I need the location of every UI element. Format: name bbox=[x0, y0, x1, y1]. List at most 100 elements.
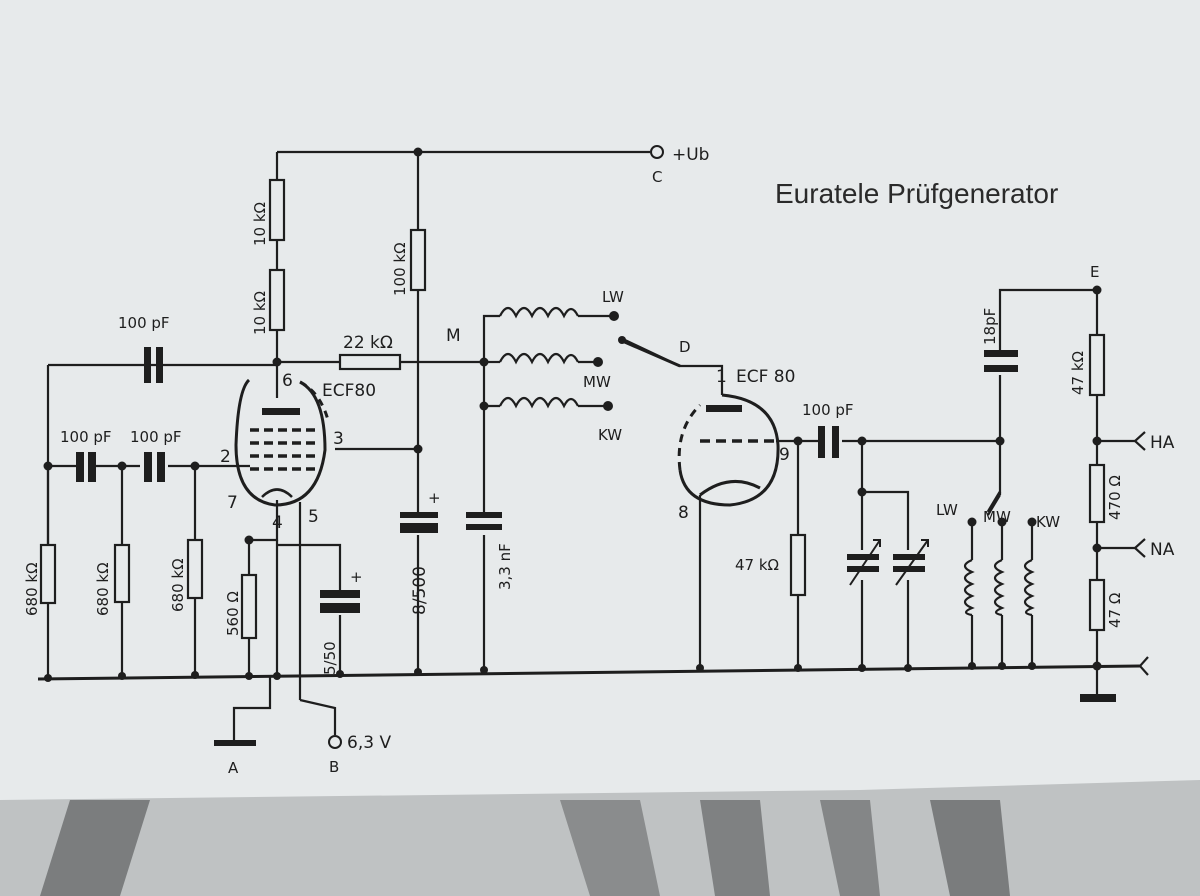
terminal-a-bar bbox=[214, 740, 256, 746]
terminal-b bbox=[328, 735, 342, 749]
coils-left bbox=[499, 306, 579, 409]
label-c-3-3n: 3,3 nF bbox=[496, 543, 514, 590]
output-arrows bbox=[1133, 431, 1149, 676]
label-kw: KW bbox=[598, 426, 622, 444]
pin-1: 1 bbox=[716, 367, 727, 387]
label-c: C bbox=[652, 168, 662, 186]
background-stripes bbox=[40, 800, 1010, 896]
resistor-10k-b bbox=[268, 268, 286, 332]
label-c-100p-right: 100 pF bbox=[802, 401, 854, 419]
label-c-100p-a: 100 pF bbox=[60, 428, 112, 446]
plus-mark-8-500: + bbox=[428, 489, 441, 507]
label-r-560: 560 Ω bbox=[224, 591, 242, 636]
tube-right bbox=[677, 393, 780, 507]
resistor-680k-3 bbox=[186, 538, 204, 600]
resistor-470 bbox=[1088, 463, 1106, 524]
pin-2: 2 bbox=[220, 447, 231, 467]
label-c-5-50: 5/50 bbox=[321, 641, 339, 675]
label-c-100p-top: 100 pF bbox=[118, 314, 170, 332]
coil-mw-right bbox=[993, 558, 1005, 617]
coil-kw-right bbox=[1023, 558, 1035, 617]
resistor-47 bbox=[1088, 578, 1106, 632]
pin-7: 7 bbox=[227, 493, 238, 513]
capacitor-5-50 bbox=[320, 590, 360, 598]
capacitor-18p bbox=[984, 350, 1018, 357]
label-d: D bbox=[679, 338, 691, 356]
switch-arm-left[interactable] bbox=[619, 338, 681, 368]
capacitor-100p-top bbox=[144, 347, 151, 383]
plus-mark-5-50: + bbox=[350, 568, 363, 586]
resistor-22k bbox=[338, 353, 402, 371]
label-b: B bbox=[329, 758, 339, 776]
resistor-680k-2 bbox=[113, 543, 131, 604]
pin-3: 3 bbox=[333, 429, 344, 449]
switch-contacts-right bbox=[967, 517, 1037, 527]
label-r-47: 47 Ω bbox=[1106, 593, 1124, 628]
coil-kw bbox=[499, 396, 579, 409]
variable-capacitor-2 bbox=[893, 554, 925, 560]
coils-right bbox=[963, 558, 1035, 617]
switch-contacts-left bbox=[593, 311, 619, 411]
label-mw-right: MW bbox=[983, 508, 1011, 526]
label-m: M bbox=[446, 326, 461, 346]
capacitors bbox=[76, 347, 1018, 613]
label-6-3v: 6,3 V bbox=[347, 733, 391, 753]
pin-6: 6 bbox=[282, 371, 293, 391]
label-r-47k-vert: 47 kΩ bbox=[735, 556, 779, 574]
pin-4: 4 bbox=[272, 513, 283, 533]
label-kw-right: KW bbox=[1036, 513, 1060, 531]
coil-lw bbox=[499, 306, 579, 319]
resistor-100k bbox=[409, 228, 427, 292]
label-r-47k-right: 47 kΩ bbox=[1069, 351, 1087, 395]
paper-sheet bbox=[0, 0, 1200, 800]
capacitor-100p-a bbox=[76, 452, 84, 482]
diagram-title: Euratele Prüfgenerator bbox=[775, 178, 1058, 209]
variable-arrows bbox=[849, 539, 929, 586]
label-r-680k-2: 680 kΩ bbox=[94, 562, 112, 616]
resistor-10k-a bbox=[268, 178, 286, 242]
label-na: NA bbox=[1150, 540, 1175, 560]
capacitor-8-500 bbox=[400, 512, 438, 518]
resistor-47k-right bbox=[1088, 333, 1106, 397]
label-lw: LW bbox=[602, 288, 624, 306]
label-r-680k-3: 680 kΩ bbox=[169, 558, 187, 612]
capacitor-100p-b bbox=[144, 452, 152, 482]
resistor-560 bbox=[240, 573, 258, 640]
label-ub: +Ub bbox=[672, 145, 709, 165]
label-r-100k: 100 kΩ bbox=[391, 242, 409, 296]
label-r-22k: 22 kΩ bbox=[343, 333, 393, 353]
tube-left bbox=[234, 378, 330, 507]
coil-lw-right bbox=[963, 558, 975, 617]
label-lw-right: LW bbox=[936, 501, 958, 519]
label-r-680k-1: 680 kΩ bbox=[23, 562, 41, 616]
ground-bar bbox=[1080, 694, 1116, 702]
resistor-47k-vert bbox=[789, 533, 807, 597]
label-tube-right: ECF 80 bbox=[736, 367, 795, 387]
label-e: E bbox=[1090, 263, 1099, 281]
capacitor-3-3n bbox=[466, 512, 502, 518]
label-c-8-500: 8/500 bbox=[410, 566, 430, 615]
coil-mw bbox=[499, 352, 579, 365]
label-ha: HA bbox=[1150, 433, 1175, 453]
label-c-18p: 18pF bbox=[981, 308, 999, 345]
label-r-470: 470 Ω bbox=[1106, 475, 1124, 520]
label-r-10k-a: 10 kΩ bbox=[251, 202, 269, 246]
label-tube-left: ECF80 bbox=[322, 381, 376, 401]
pin-9: 9 bbox=[779, 445, 790, 465]
junction-dots bbox=[43, 147, 1102, 682]
capacitor-100p-right bbox=[818, 426, 825, 458]
labels: +Ub C D E M A B 6,3 V HA NA ECF80 ECF 80… bbox=[23, 145, 1175, 777]
resistor-680k-1 bbox=[39, 543, 57, 605]
label-a: A bbox=[228, 759, 239, 777]
label-c-100p-b: 100 pF bbox=[130, 428, 182, 446]
pin-8: 8 bbox=[678, 503, 689, 523]
switch-arm-right[interactable] bbox=[986, 491, 1002, 513]
terminals bbox=[328, 145, 664, 749]
variable-capacitor-1 bbox=[847, 554, 879, 560]
terminal-c bbox=[650, 145, 664, 159]
resistors bbox=[39, 178, 1106, 640]
pin-5: 5 bbox=[308, 507, 319, 527]
label-mw: MW bbox=[583, 373, 611, 391]
